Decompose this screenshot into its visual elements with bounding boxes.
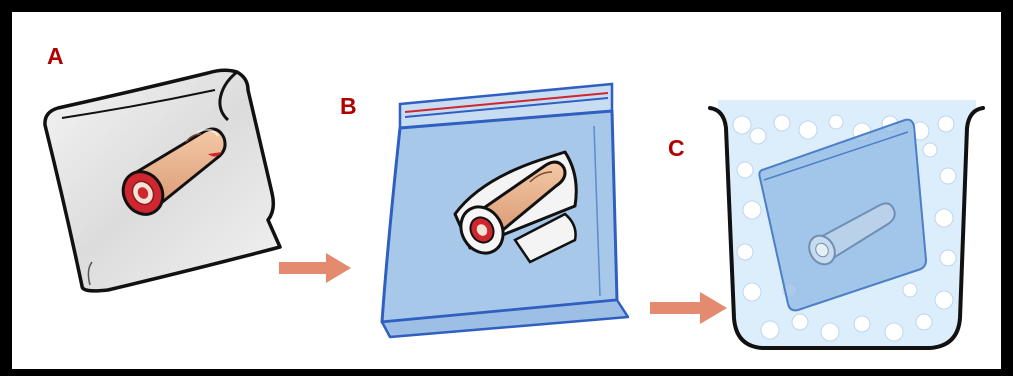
arrow-b-to-c-icon — [650, 292, 727, 324]
step-b-label: B — [340, 95, 357, 118]
arrow-a-to-b-icon — [279, 253, 351, 283]
step-c-label: C — [668, 137, 685, 160]
step-a-label: A — [47, 45, 64, 68]
